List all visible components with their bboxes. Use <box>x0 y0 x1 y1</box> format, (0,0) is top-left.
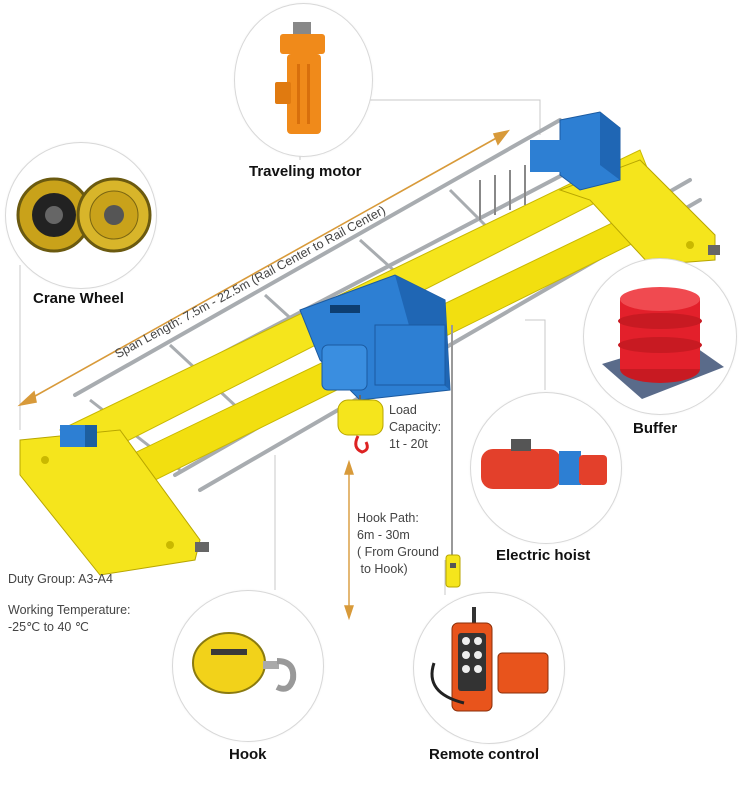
hook-label: Hook <box>229 746 267 763</box>
hook-path-line-3: ( From Ground <box>357 545 439 559</box>
load-capacity-line-2: Capacity: <box>389 420 442 434</box>
working-temperature-note: Working Temperature: -25℃ to 40 ℃ <box>8 602 131 636</box>
working-temperature-line-2: -25℃ to 40 ℃ <box>8 620 89 634</box>
electric-hoist-label: Electric hoist <box>496 547 591 564</box>
load-capacity-line-1: Load <box>389 403 417 417</box>
crane-wheel-thumb <box>5 142 157 289</box>
load-capacity-line-3: 1t - 20t <box>389 437 428 451</box>
motor-icon <box>275 22 325 134</box>
hoist-trolley <box>299 274 451 401</box>
hook-path-line-1: Hook Path: <box>357 511 419 525</box>
hook-icon <box>192 632 297 694</box>
buffer-label: Buffer <box>633 420 678 437</box>
hook-block <box>337 395 384 454</box>
control-panel <box>479 111 621 220</box>
pendant-cable <box>445 325 461 588</box>
hook-path-line-2: 6m - 30m <box>357 528 410 542</box>
hook-path-note: Hook Path: 6m - 30m ( From Ground to Hoo… <box>357 510 439 578</box>
duty-group-note: Duty Group: A3-A4 <box>8 572 113 586</box>
buffer-thumb <box>583 258 737 415</box>
hook-thumb <box>172 590 324 742</box>
remote-icon <box>430 607 549 712</box>
remote-control-thumb <box>413 592 565 744</box>
span-arrow <box>17 129 510 407</box>
electric-hoist-thumb <box>470 392 622 544</box>
hook-path-arrow <box>344 459 354 621</box>
buffer-icon <box>602 287 724 399</box>
traveling-motor-thumb <box>234 3 373 157</box>
hook-path-line-4: to Hook) <box>357 562 408 576</box>
remote-control-label: Remote control <box>429 746 540 763</box>
working-temperature-line-1: Working Temperature: <box>8 603 131 617</box>
crane-wheel-label: Crane Wheel <box>33 290 124 307</box>
end-carriage-left <box>19 425 209 576</box>
wheel-icon <box>16 177 152 253</box>
hoist-icon <box>481 439 607 489</box>
end-carriage-right <box>558 159 720 266</box>
load-capacity-note: Load Capacity: 1t - 20t <box>389 402 441 453</box>
traveling-motor-label: Traveling motor <box>249 163 362 180</box>
